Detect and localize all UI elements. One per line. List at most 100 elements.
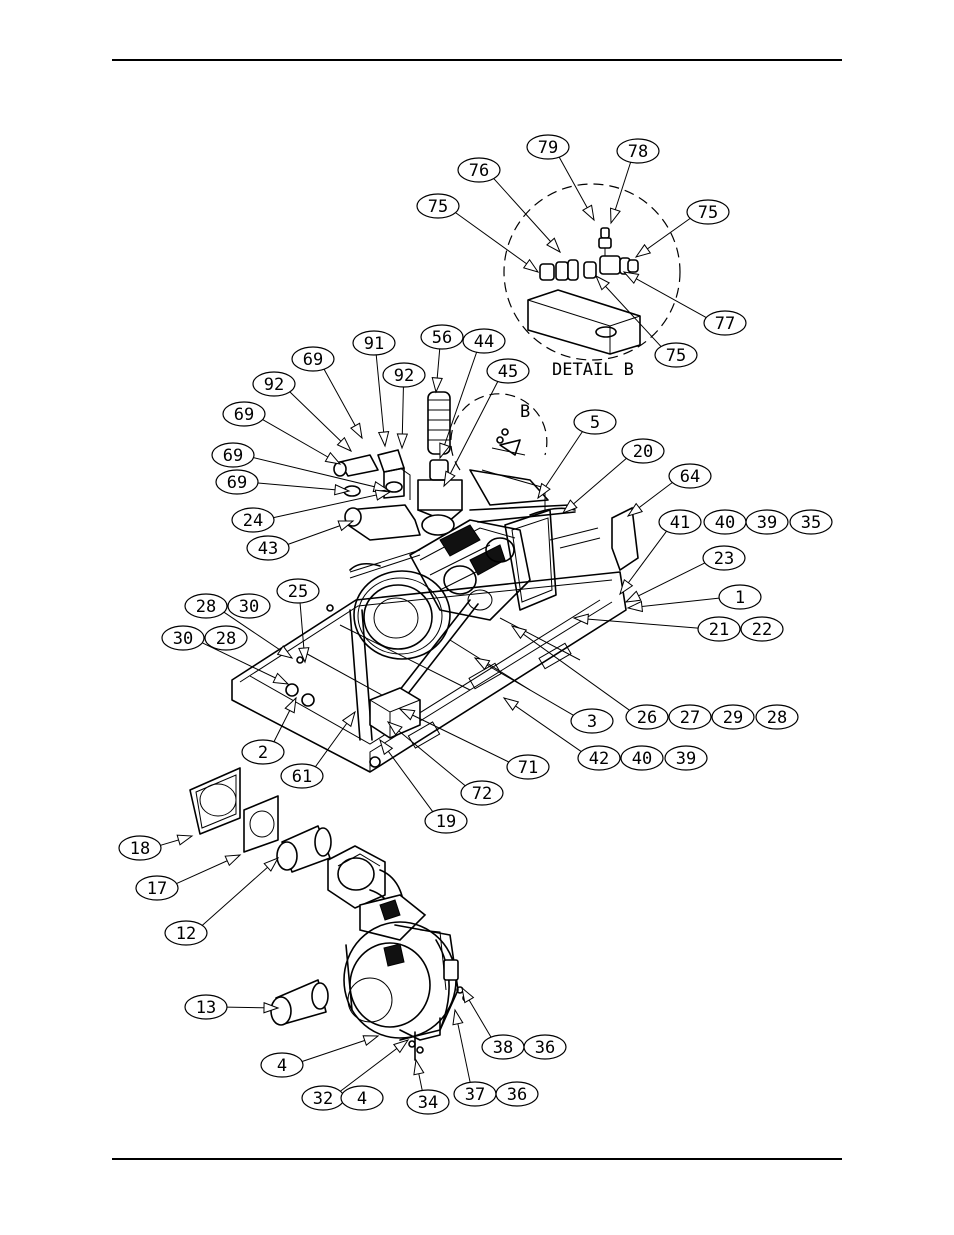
callout-bubble-40a: 40 (704, 510, 746, 534)
callout-number: 1 (735, 588, 745, 608)
callout-bubble-36b: 36 (496, 1082, 538, 1106)
callout-leader-line (253, 458, 388, 490)
callout-bubble-28a: 28 (185, 594, 227, 618)
callout-number: 34 (418, 1093, 438, 1113)
callout-number: 4 (277, 1056, 287, 1076)
callout-number: 40 (715, 513, 735, 533)
callout-number: 56 (432, 328, 452, 348)
callout-arrowhead (351, 423, 362, 438)
callout-arrowhead (177, 835, 192, 845)
callout-bubble-20: 20 (622, 439, 664, 463)
callout-arrowhead (440, 443, 449, 458)
callout-bubble-30b: 30 (162, 626, 204, 650)
callout-number: 25 (288, 582, 308, 602)
callout-arrowhead (512, 626, 526, 638)
callout-arrowhead (636, 245, 650, 257)
callout-bubble-41: 41 (659, 510, 701, 534)
callout-number: 28 (216, 629, 236, 649)
callout-bubble-71: 71 (507, 755, 549, 779)
callout-bubble-42: 42 (578, 746, 620, 770)
callout-bubble-32: 32 (302, 1086, 344, 1110)
callout-bubble-21: 21 (698, 617, 740, 641)
callout-number: 39 (757, 513, 777, 533)
callout-number: 75 (428, 197, 448, 217)
callout-number: 29 (723, 708, 743, 728)
callout-bubble-43: 43 (247, 536, 289, 560)
callout-arrowhead (363, 1036, 378, 1045)
callout-arrowhead (628, 602, 642, 612)
callout-arrowhead (273, 673, 288, 684)
callout-leaders (160, 157, 719, 1091)
callout-bubble-24: 24 (232, 508, 274, 532)
callout-bubble-4a: 4 (261, 1053, 303, 1077)
callout-arrowhead (432, 378, 442, 392)
callout-bubble-39a: 39 (746, 510, 788, 534)
callout-number: 79 (538, 138, 558, 158)
callout-arrowhead (624, 272, 639, 283)
callout-arrowhead (563, 500, 577, 513)
callout-bubble-26: 26 (626, 705, 668, 729)
callout-bubble-44: 44 (463, 329, 505, 353)
callout-number: 72 (472, 784, 492, 804)
callout-bubble-28b: 28 (205, 626, 247, 650)
callout-number: 69 (234, 405, 254, 425)
callout-bubble-39b: 39 (665, 746, 707, 770)
callout-leader-line (494, 179, 560, 252)
callout-number: 24 (243, 511, 263, 531)
callout-bubble-38: 38 (482, 1035, 524, 1059)
callout-number: 30 (239, 597, 259, 617)
callout-arrowhead (397, 434, 407, 448)
callout-bubble-69d: 69 (216, 470, 258, 494)
callout-bubble-34: 34 (407, 1090, 449, 1114)
callout-number: 91 (364, 334, 384, 354)
callout-bubble-30a: 30 (228, 594, 270, 618)
callout-bubble-69b: 69 (223, 402, 265, 426)
callout-bubble-2: 2 (242, 740, 284, 764)
callout-arrowhead (504, 698, 518, 710)
callout-bubble-13: 13 (185, 995, 227, 1019)
callout-number: 22 (752, 620, 772, 640)
callout-number: 40 (632, 749, 652, 769)
callout-bubble-40b: 40 (621, 746, 663, 770)
callout-arrowhead (574, 614, 588, 624)
callout-number: 71 (518, 758, 538, 778)
callout-arrowhead (453, 1010, 463, 1025)
callout-number: 75 (698, 203, 718, 223)
callout-bubble-56: 56 (421, 325, 463, 349)
callout-leader-line (400, 709, 509, 762)
callout-number: 27 (680, 708, 700, 728)
callout-number: 44 (474, 332, 494, 352)
callout-bubble-19: 19 (425, 809, 467, 833)
callout-number: 75 (666, 346, 686, 366)
callout-arrowhead (225, 855, 240, 865)
callout-bubble-17: 17 (136, 876, 178, 900)
callout-number: 69 (227, 473, 247, 493)
callout-bubble-72: 72 (461, 781, 503, 805)
callout-number: 21 (709, 620, 729, 640)
callout-number: 23 (714, 549, 734, 569)
callout-bubble-28c: 28 (756, 705, 798, 729)
detail-b-marker (451, 394, 547, 470)
callout-bubble-69c: 69 (212, 443, 254, 467)
callout-bubble-45: 45 (487, 359, 529, 383)
callout-number: 32 (313, 1089, 333, 1109)
callout-bubble-22: 22 (741, 617, 783, 641)
callout-arrowhead (611, 208, 621, 223)
callout-arrowhead (379, 432, 389, 446)
callout-number: 41 (670, 513, 690, 533)
callout-bubble-5: 5 (574, 410, 616, 434)
callout-bubble-37: 37 (454, 1082, 496, 1106)
callout-arrowhead (583, 205, 594, 220)
callout-arrowhead (325, 453, 340, 464)
callout-arrowhead (444, 471, 455, 486)
callout-arrowhead (285, 698, 296, 713)
callout-bubble-18: 18 (119, 836, 161, 860)
callout-bubble-23: 23 (703, 546, 745, 570)
callout-number: 78 (628, 142, 648, 162)
callout-arrowhead (343, 712, 355, 726)
callout-number: 12 (176, 924, 196, 944)
callout-bubble-91: 91 (353, 331, 395, 355)
callout-bubble-36a: 36 (524, 1035, 566, 1059)
callout-bubble-25: 25 (277, 579, 319, 603)
